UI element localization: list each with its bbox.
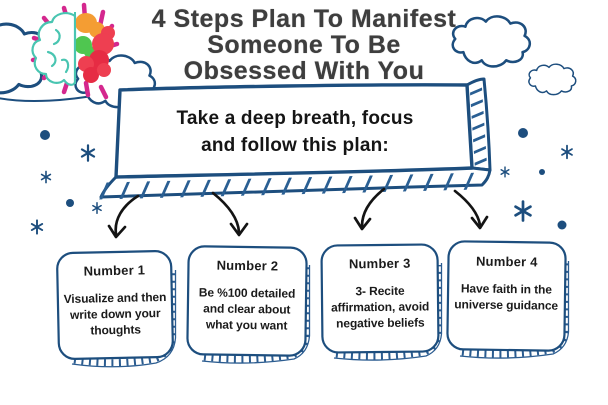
title-line-3: Obsessed With You (183, 57, 425, 85)
step-text: 3- Recite affirmation, avoid negative be… (330, 283, 430, 331)
step-card-3: Number 3 3- Recite affirmation, avoid ne… (322, 255, 439, 331)
step-card-outlines (56, 240, 570, 368)
brain-right-hemisphere (74, 13, 115, 83)
step-label: Number 1 (83, 262, 146, 279)
step-text: Visualize and then write down your thoug… (63, 289, 167, 338)
step-card-1: Number 1 Visualize and then write down y… (57, 262, 173, 339)
step-card-2: Number 2 Be %100 detailed and clear abou… (187, 257, 306, 334)
step-text: Be %100 detailed and clear about what yo… (198, 285, 296, 333)
step-label: Number 3 (348, 255, 411, 272)
banner-box (99, 77, 492, 200)
title-line-2: Someone To Be (207, 31, 401, 59)
banner-line-2: and follow this plan: (201, 135, 389, 156)
curved-arrow-down-icon (107, 187, 489, 239)
page-title: 4 Steps Plan To Manifest Someone To Be O… (104, 6, 504, 84)
step-label: Number 4 (475, 253, 538, 270)
step-card-4: Number 4 Have faith in the universe guid… (448, 253, 566, 314)
dot-icon (40, 128, 567, 230)
star-icon (30, 144, 573, 235)
banner-line-1: Take a deep breath, focus (176, 108, 414, 129)
step-text: Have faith in the universe guidance (454, 281, 559, 313)
banner-text: Take a deep breath, focus and follow thi… (140, 105, 450, 159)
step-label: Number 2 (216, 257, 279, 274)
title-line-1: 4 Steps Plan To Manifest (151, 5, 457, 33)
brain-icon (30, 2, 120, 100)
